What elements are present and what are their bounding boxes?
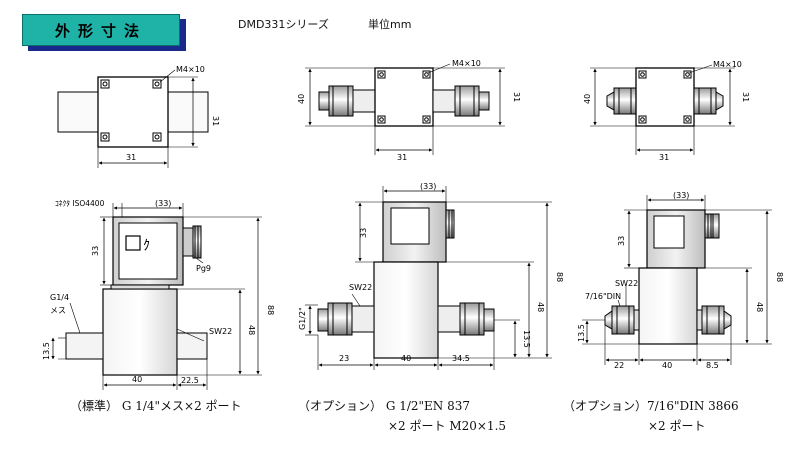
connector-height: 33 xyxy=(617,236,626,246)
caption-option-din-line2: ×2 ポート xyxy=(648,419,706,433)
port-label: G1/2" xyxy=(298,307,307,330)
dim-width: 31 xyxy=(397,153,407,162)
top-view-option-g12 xyxy=(305,63,505,155)
top-view-standard xyxy=(57,69,209,168)
wrench-label: SW22 xyxy=(349,283,372,292)
total-height: 88 xyxy=(266,305,275,315)
right-length: 34.5 xyxy=(452,354,470,363)
port-height: 13.5 xyxy=(577,324,586,342)
body-height: 48 xyxy=(755,302,764,312)
unit-label: 単位mm xyxy=(368,18,412,31)
gland-label: Pg9 xyxy=(196,264,211,273)
left-length: 23 xyxy=(339,354,349,363)
section-title: 外形寸法 xyxy=(54,22,147,40)
dim-height-left: 40 xyxy=(583,94,592,104)
port-type-label: メス xyxy=(50,306,66,315)
dim-height: 31 xyxy=(211,116,220,126)
body-width: 40 xyxy=(132,375,142,384)
connector-width: (33) xyxy=(420,182,436,191)
connector-height: 33 xyxy=(359,228,368,238)
body-height: 48 xyxy=(536,302,545,312)
caption-option-g12-line2: ×2 ポート M20×1.5 xyxy=(388,419,507,433)
svg-text:ｸ: ｸ xyxy=(143,238,150,254)
side-view-option-din xyxy=(582,195,772,365)
dim-height-right: 31 xyxy=(512,92,521,102)
side-view-standard xyxy=(51,203,262,390)
port-label: G1/4 xyxy=(50,293,69,302)
offset-width: 22.5 xyxy=(181,376,199,385)
caption-option-din-line1: （オプション）7/16"DIN 3866 xyxy=(563,399,739,413)
screw-label: M4×10 xyxy=(452,59,481,68)
dim-height-left: 40 xyxy=(297,94,306,104)
right-length: 8.5 xyxy=(706,361,719,370)
port-height: 13.5 xyxy=(522,330,531,348)
top-view-option-din xyxy=(590,64,735,155)
port-height: 13.5 xyxy=(42,342,51,360)
screw-label: M4×10 xyxy=(713,60,742,69)
port-label: 7/16"DIN xyxy=(585,292,621,301)
series-name: DMD331シリーズ xyxy=(238,18,329,31)
total-height: 88 xyxy=(555,272,564,282)
dim-height-right: 31 xyxy=(741,92,750,102)
total-height: 88 xyxy=(775,272,784,282)
left-length: 22 xyxy=(614,361,624,370)
wrench-label: SW22 xyxy=(209,327,232,336)
body-width: 40 xyxy=(401,354,411,363)
connector-width: (33) xyxy=(673,191,689,200)
wrench-label: SW22 xyxy=(615,279,638,288)
section-title-tab: 外形寸法 xyxy=(22,14,180,46)
connector-logo-icon: ｸ xyxy=(125,235,150,254)
dim-width: 31 xyxy=(659,153,669,162)
caption-option-g12-line1: （オプション） G 1/2"EN 837 xyxy=(298,399,471,413)
dim-width: 31 xyxy=(126,153,136,162)
caption-standard: （標準） G 1/4"メス×2 ポート xyxy=(70,399,242,413)
body-width: 40 xyxy=(662,361,672,370)
connector-width: (33) xyxy=(155,199,171,208)
connector-height: 33 xyxy=(91,246,100,256)
screw-label: M4×10 xyxy=(176,65,205,74)
connector-label: ｺﾈｸﾀ ISO4400 xyxy=(55,199,105,208)
side-view-option-g12 xyxy=(305,186,552,370)
body-height: 48 xyxy=(247,325,256,335)
